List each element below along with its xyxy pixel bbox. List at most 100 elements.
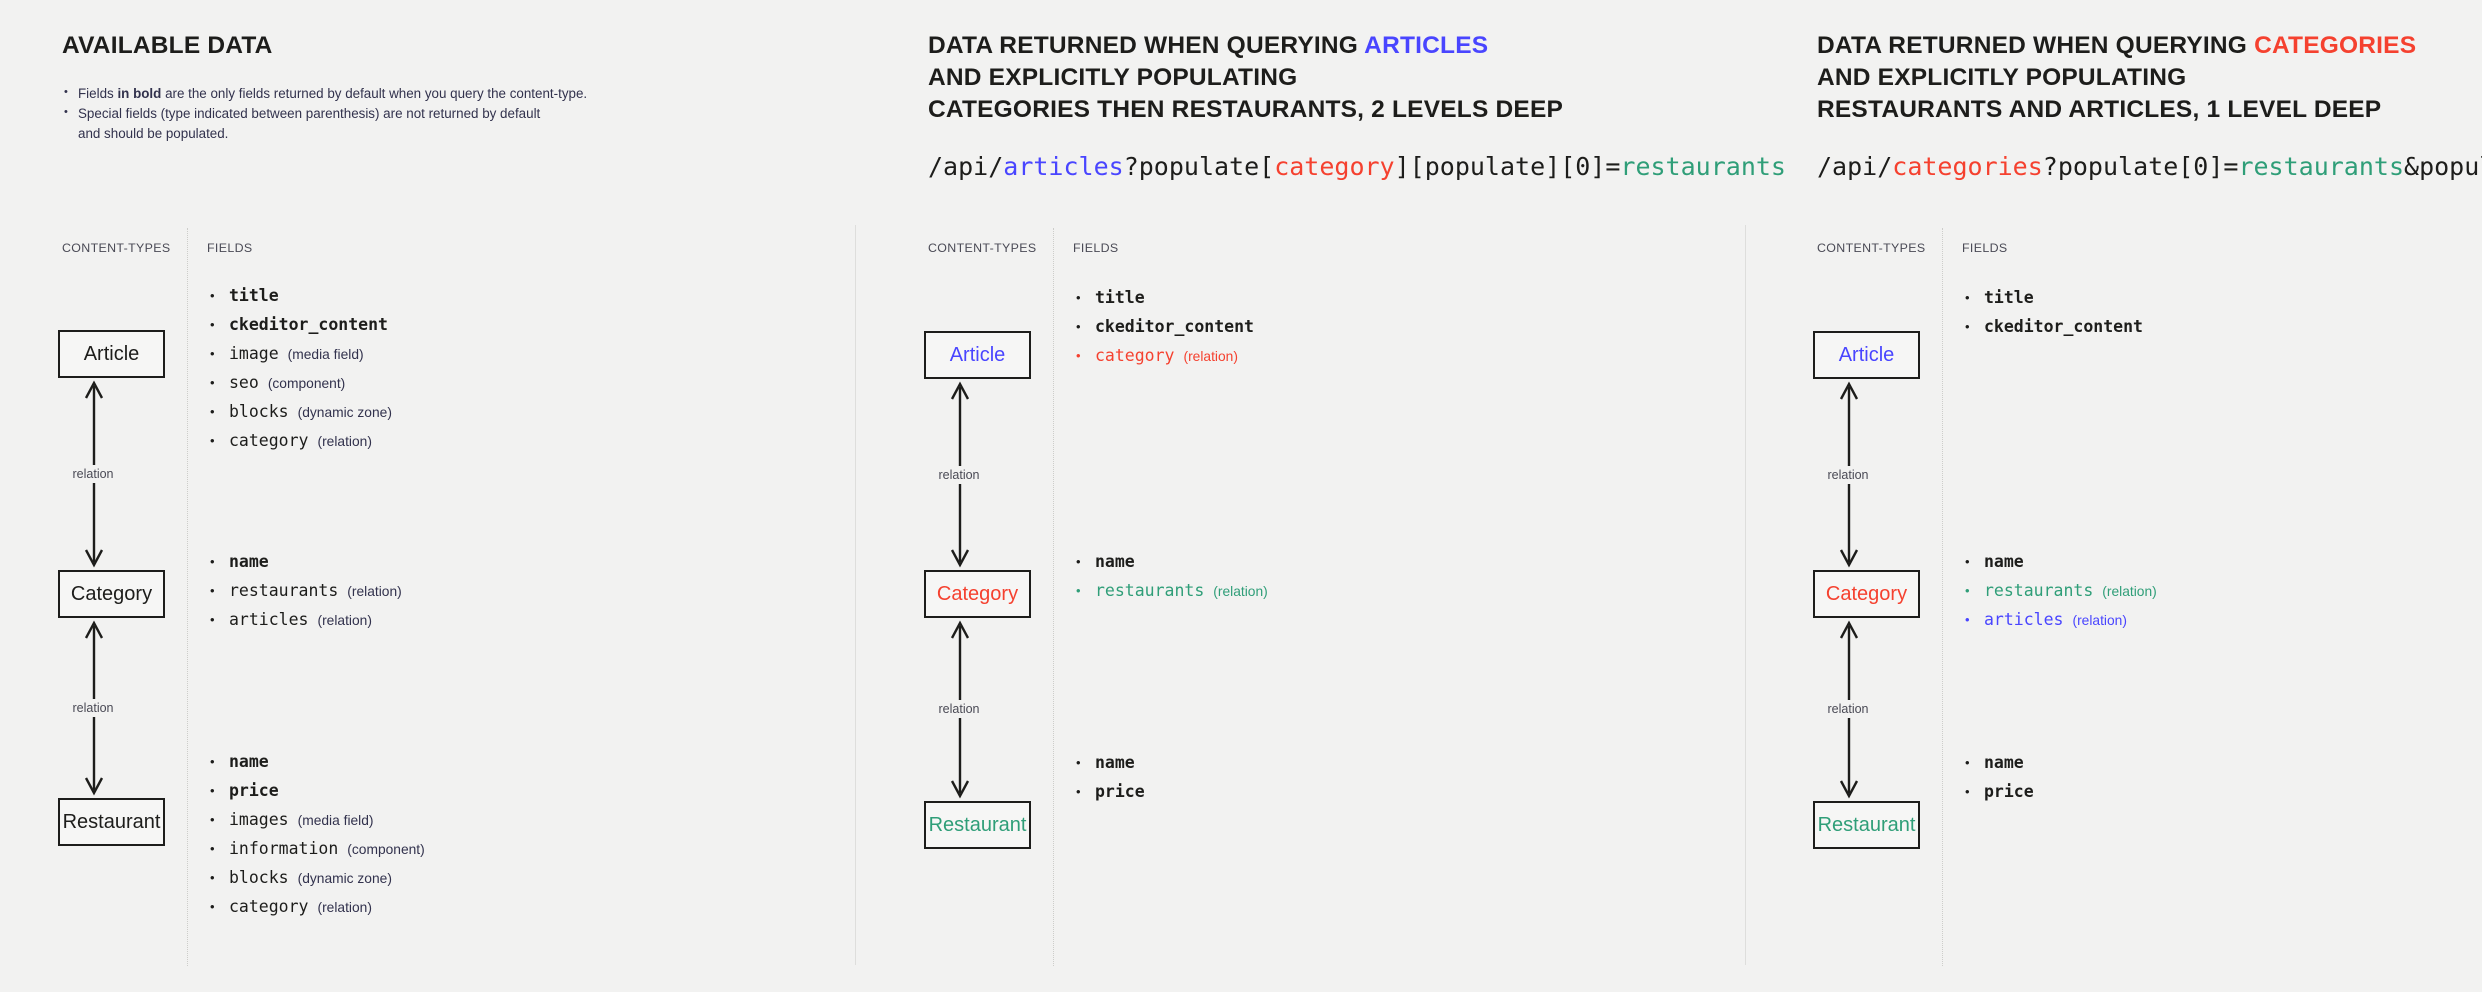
accent-categories: CATEGORIES (2254, 32, 2417, 59)
field-list: name price images(media field) informati… (207, 751, 425, 919)
column-dotted-divider (187, 228, 188, 966)
entity-box-article[interactable]: Article (58, 330, 165, 378)
page-title-line-1: DATA RETURNED WHEN QUERYING CATEGORIES (1817, 32, 2417, 59)
field-row: price (1962, 781, 2034, 804)
endpoint-token-restaurants: restaurants (1620, 152, 1786, 181)
field-list: title ckeditor_content (1962, 287, 2143, 339)
accent-articles: ARTICLES (1364, 32, 1489, 59)
field-row: category(relation) (207, 430, 392, 453)
field-row: title (207, 285, 392, 308)
relation-label: relation (933, 700, 985, 718)
column-header-fields: FIELDS (1073, 241, 1119, 255)
field-group-category: name restaurants(relation) (1073, 551, 1268, 609)
panel-heading-block: DATA RETURNED WHEN QUERYING CATEGORIES A… (1817, 30, 2482, 184)
field-group-article: title ckeditor_content category(relation… (1073, 287, 1254, 374)
field-row: title (1962, 287, 2143, 310)
legend-notes: Fields in bold are the only fields retur… (62, 83, 587, 143)
field-row: restaurants(relation) (207, 580, 402, 603)
entity-box-restaurant[interactable]: Restaurant (58, 798, 165, 846)
panel-heading-block: AVAILABLE DATA Fields in bold are the on… (62, 30, 587, 144)
column-dotted-divider (1942, 228, 1943, 966)
field-row: articles(relation) (1962, 609, 2157, 632)
field-list: name restaurants(relation) articles(rela… (1962, 551, 2157, 632)
field-list: name restaurants(relation) articles(rela… (207, 551, 402, 632)
entity-box-category[interactable]: Category (1813, 570, 1920, 618)
panel-heading-block: DATA RETURNED WHEN QUERYING ARTICLES AND… (928, 30, 1786, 184)
relation-connector-article-category: relation (67, 378, 141, 570)
field-row: name (1073, 752, 1145, 775)
field-row: blocks(dynamic zone) (207, 401, 392, 424)
legend-note: Special fields (type indicated between p… (62, 103, 587, 123)
field-row: category(relation) (207, 896, 425, 919)
field-row: name (207, 751, 425, 774)
field-group-restaurant: name price (1073, 752, 1145, 810)
field-row: image(media field) (207, 343, 392, 366)
column-header-content-types: CONTENT-TYPES (62, 241, 171, 255)
field-group-category: name restaurants(relation) articles(rela… (1962, 551, 2157, 638)
relation-label: relation (67, 699, 119, 717)
relation-connector-category-restaurant: relation (933, 618, 1007, 801)
field-list: name restaurants(relation) (1073, 551, 1268, 603)
field-row: ckeditor_content (1073, 316, 1254, 339)
panel-divider-2 (1745, 225, 1746, 965)
field-row: information(component) (207, 838, 425, 861)
page-title-line-3: CATEGORIES THEN RESTAURANTS, 2 LEVELS DE… (928, 96, 1564, 123)
field-group-article: title ckeditor_content (1962, 287, 2143, 345)
field-row: articles(relation) (207, 609, 402, 632)
relation-label: relation (933, 466, 985, 484)
column-header-fields: FIELDS (1962, 241, 2008, 255)
field-group-restaurant: name price (1962, 752, 2034, 810)
entity-box-restaurant[interactable]: Restaurant (924, 801, 1031, 849)
field-row: restaurants(relation) (1073, 580, 1268, 603)
field-row: name (1962, 752, 2034, 775)
field-row: ckeditor_content (1962, 316, 2143, 339)
entity-box-article[interactable]: Article (1813, 331, 1920, 379)
field-group-article: title ckeditor_content image(media field… (207, 285, 392, 459)
page-title-line-2: AND EXPLICITLY POPULATING (1817, 64, 2187, 91)
field-group-restaurant: name price images(media field) informati… (207, 751, 425, 925)
column-dotted-divider (1053, 228, 1054, 966)
panel-query-articles: DATA RETURNED WHEN QUERYING ARTICLES AND… (855, 0, 1786, 992)
entity-box-restaurant[interactable]: Restaurant (1813, 801, 1920, 849)
panel-query-categories: DATA RETURNED WHEN QUERYING CATEGORIES A… (1745, 0, 2482, 992)
field-row: restaurants(relation) (1962, 580, 2157, 603)
legend-note: Fields in bold are the only fields retur… (62, 83, 587, 103)
legend-note-continuation: and should be populated. (78, 126, 229, 141)
page-title: AVAILABLE DATA (62, 32, 273, 59)
relation-connector-article-category: relation (1822, 379, 1896, 570)
field-row: name (207, 551, 402, 574)
page-title-line-3: RESTAURANTS AND ARTICLES, 1 LEVEL DEEP (1817, 96, 2382, 123)
page-title-line-2: AND EXPLICITLY POPULATING (928, 64, 1298, 91)
field-list: name price (1962, 752, 2034, 804)
endpoint-token-articles: articles (1003, 152, 1124, 181)
relation-label: relation (1822, 700, 1874, 718)
relation-connector-category-restaurant: relation (1822, 618, 1896, 801)
entity-box-category[interactable]: Category (58, 570, 165, 618)
field-row: ckeditor_content (207, 314, 392, 337)
relation-connector-article-category: relation (933, 379, 1007, 570)
page-title-line-1: DATA RETURNED WHEN QUERYING ARTICLES (928, 32, 1489, 59)
field-row: images(media field) (207, 809, 425, 832)
field-row: name (1073, 551, 1268, 574)
entity-box-category[interactable]: Category (924, 570, 1031, 618)
field-row: category(relation) (1073, 345, 1254, 368)
relation-label: relation (1822, 466, 1874, 484)
field-row: price (207, 780, 425, 803)
field-group-category: name restaurants(relation) articles(rela… (207, 551, 402, 638)
endpoint-token-category: category (1274, 152, 1395, 181)
column-header-content-types: CONTENT-TYPES (1817, 241, 1926, 255)
field-row: name (1962, 551, 2157, 574)
field-list: title ckeditor_content image(media field… (207, 285, 392, 453)
endpoint-token-restaurants: restaurants (2238, 152, 2405, 181)
entity-box-article[interactable]: Article (924, 331, 1031, 379)
field-row: blocks(dynamic zone) (207, 867, 425, 890)
endpoint-token-categories: categories (1892, 152, 2043, 181)
panel-available-data: AVAILABLE DATA Fields in bold are the on… (0, 0, 855, 992)
field-row: title (1073, 287, 1254, 310)
field-list: name price (1073, 752, 1145, 804)
endpoint-url: /api/categories?populate[0]=restaurants&… (1817, 152, 2482, 181)
relation-connector-category-restaurant: relation (67, 618, 141, 798)
panel-divider-1 (855, 225, 856, 965)
endpoint-url: /api/articles?populate[category][populat… (928, 152, 1786, 181)
